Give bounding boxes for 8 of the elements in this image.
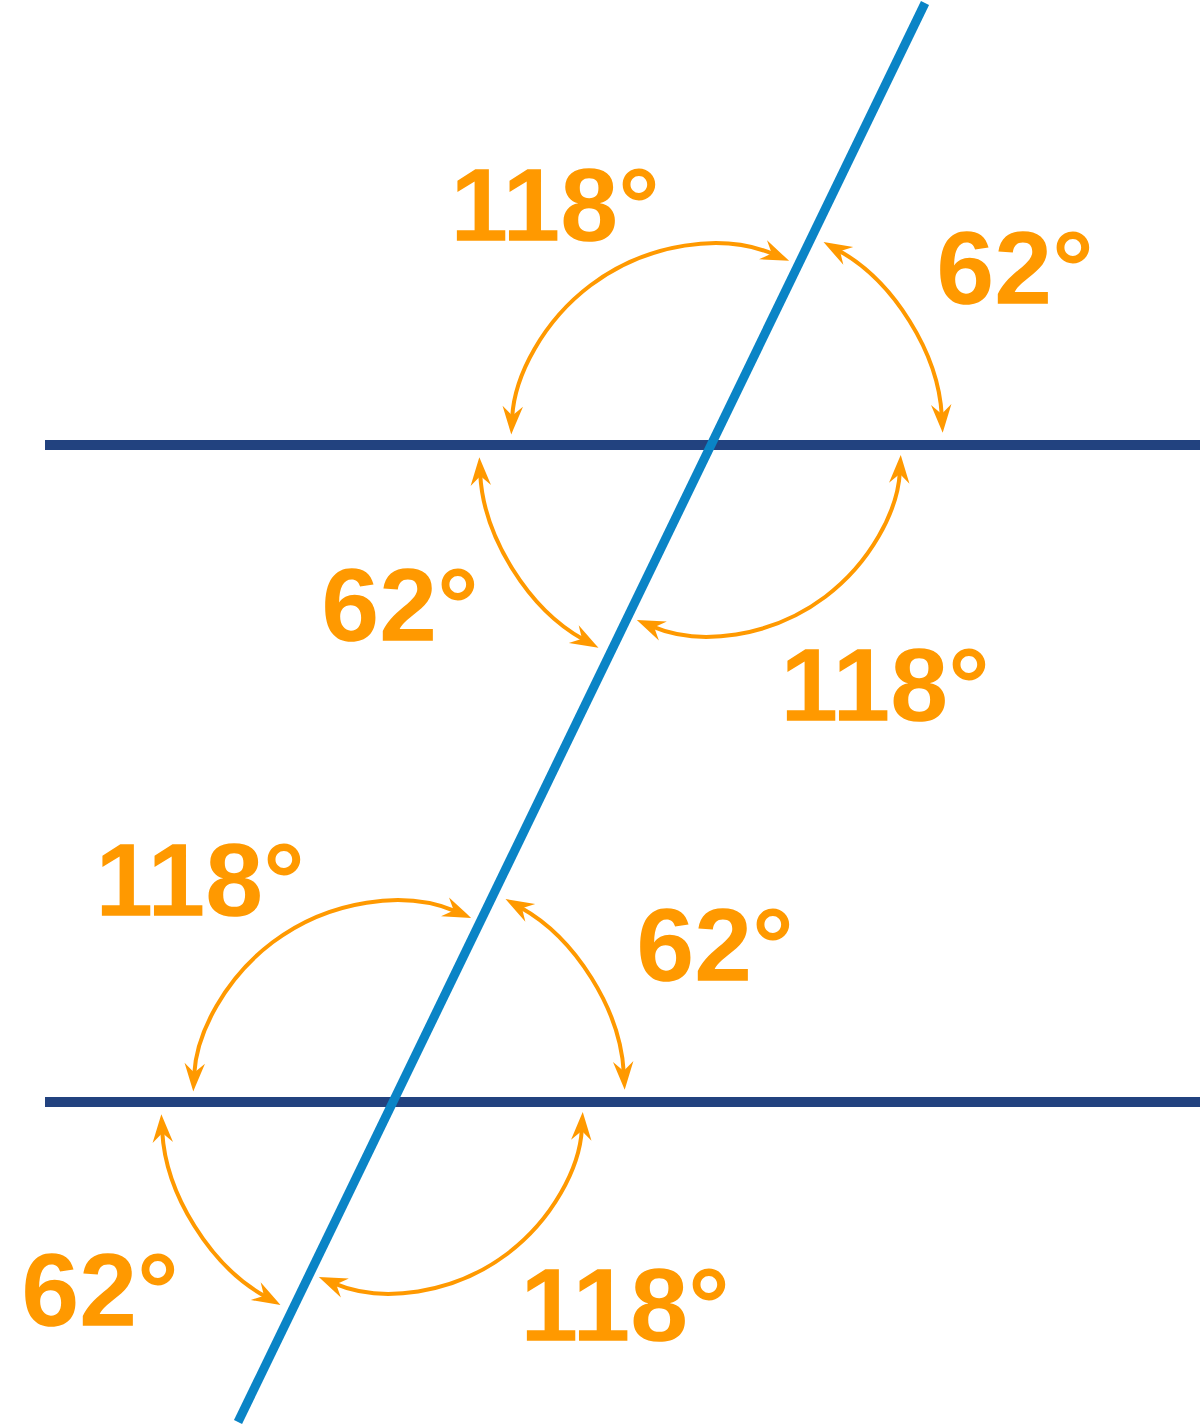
angle-label: 118°	[526, 1268, 726, 1342]
angle-label: 118°	[456, 168, 656, 242]
angle-label: 62°	[940, 231, 1090, 305]
angle-label: 118°	[786, 648, 986, 722]
angle-label: 62°	[325, 568, 475, 642]
angle-label: 62°	[640, 908, 790, 982]
angle-label: 62°	[25, 1253, 175, 1327]
angle-label: 118°	[101, 843, 301, 917]
